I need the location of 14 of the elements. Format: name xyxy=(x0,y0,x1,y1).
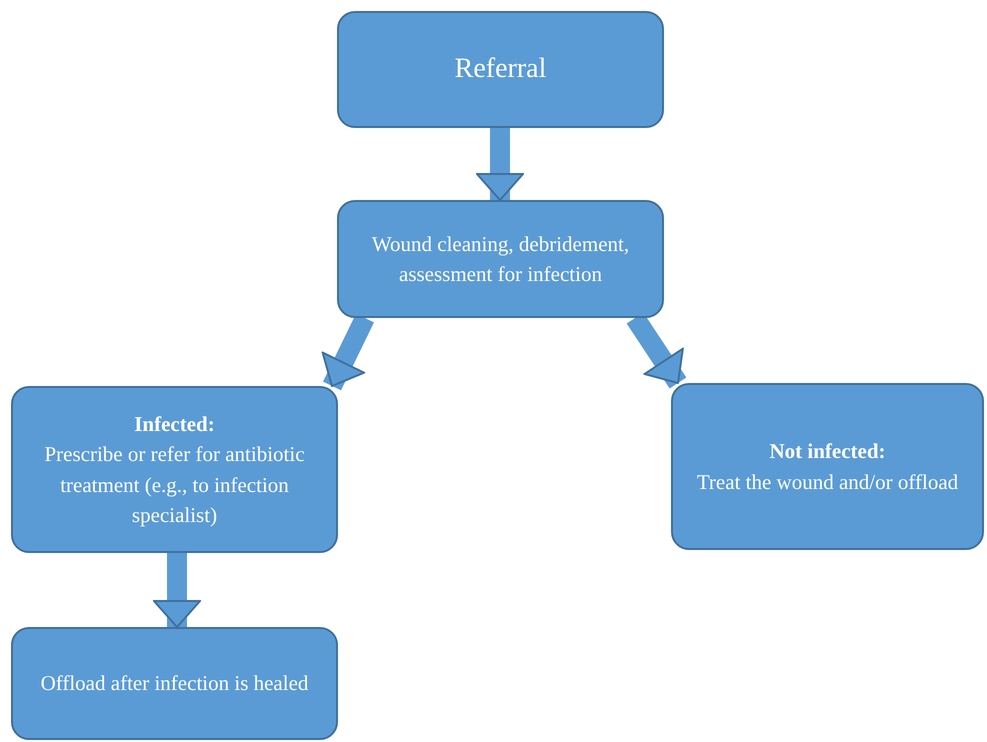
box-text: Treat the wound and/or offload xyxy=(696,468,958,496)
process-box xyxy=(337,200,664,318)
block-arrow xyxy=(476,128,524,201)
box-text: Offload after infection is healed xyxy=(40,670,308,698)
box-text: Prescribe or refer for antibiotic treatment (e.g., to infection specialist) xyxy=(43,441,306,529)
box-text: Referral xyxy=(454,52,546,86)
process-box xyxy=(671,383,984,550)
process-box xyxy=(11,386,338,553)
box-text: Wound cleaning, debridement, assessment for infection xyxy=(370,230,630,288)
process-box xyxy=(11,627,338,740)
box-heading: Not infected: xyxy=(769,438,886,466)
box-heading: Infected: xyxy=(134,410,215,438)
block-arrow xyxy=(153,553,201,628)
process-box xyxy=(337,11,664,128)
